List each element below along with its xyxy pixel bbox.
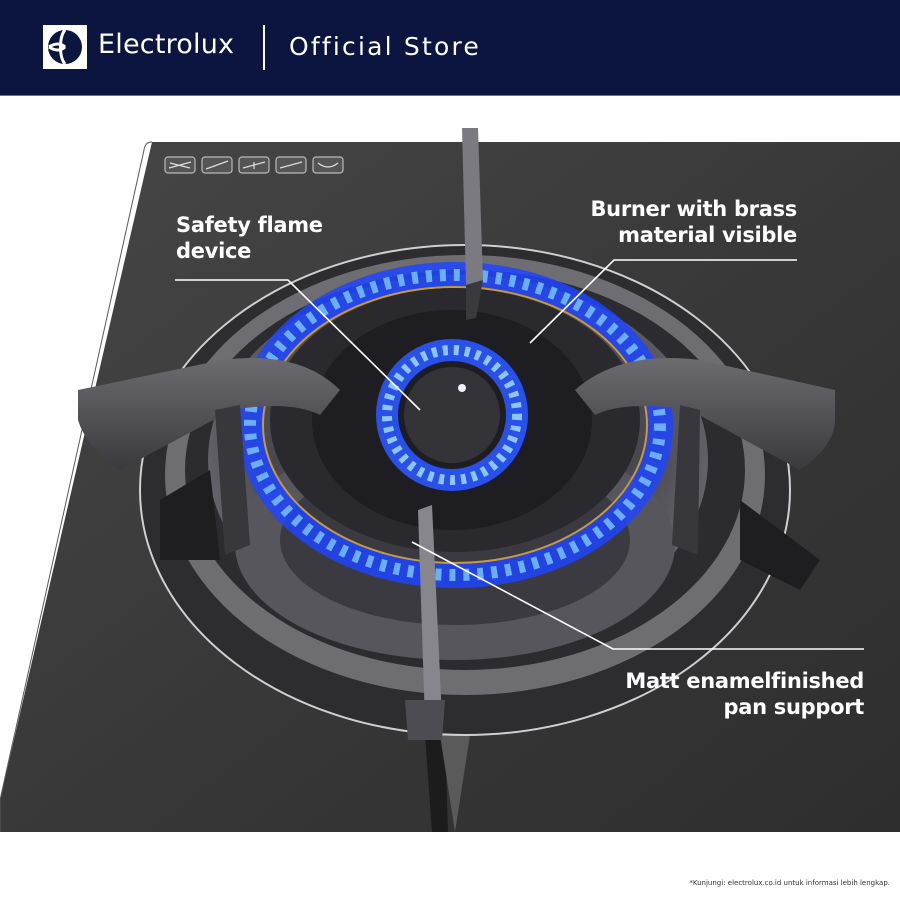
safety-callout-line1: Safety flame (176, 213, 323, 237)
brass-callout-line1: Burner with brass (590, 197, 797, 221)
matt-callout-line2: pan support (723, 695, 864, 719)
header-divider (263, 25, 265, 70)
store-header: Electrolux Official Store (0, 0, 900, 96)
electrolux-logo-icon (43, 25, 87, 69)
footnote: *Kunjungi: electrolux.co.id untuk inform… (689, 879, 890, 887)
burner-assembly (78, 128, 835, 740)
brass-callout-line2: material visible (618, 223, 797, 247)
pan-support-callout: Matt enamelfinished pan support (625, 668, 864, 720)
callout-lines (175, 259, 864, 650)
control-icons (164, 156, 344, 174)
brass-burner-callout: Burner with brass material visible (590, 196, 797, 248)
matt-callout-line1: Matt enamelfinished (625, 669, 864, 693)
brass-callout-line (529, 259, 797, 344)
safety-callout-line2: device (176, 239, 252, 263)
matt-callout-line (411, 541, 864, 650)
safety-callout-line (175, 279, 421, 411)
pan-support (78, 128, 835, 740)
store-label: Official Store (289, 32, 482, 61)
brand-name: Electrolux (98, 29, 235, 60)
safety-flame-callout: Safety flame device (176, 212, 323, 264)
